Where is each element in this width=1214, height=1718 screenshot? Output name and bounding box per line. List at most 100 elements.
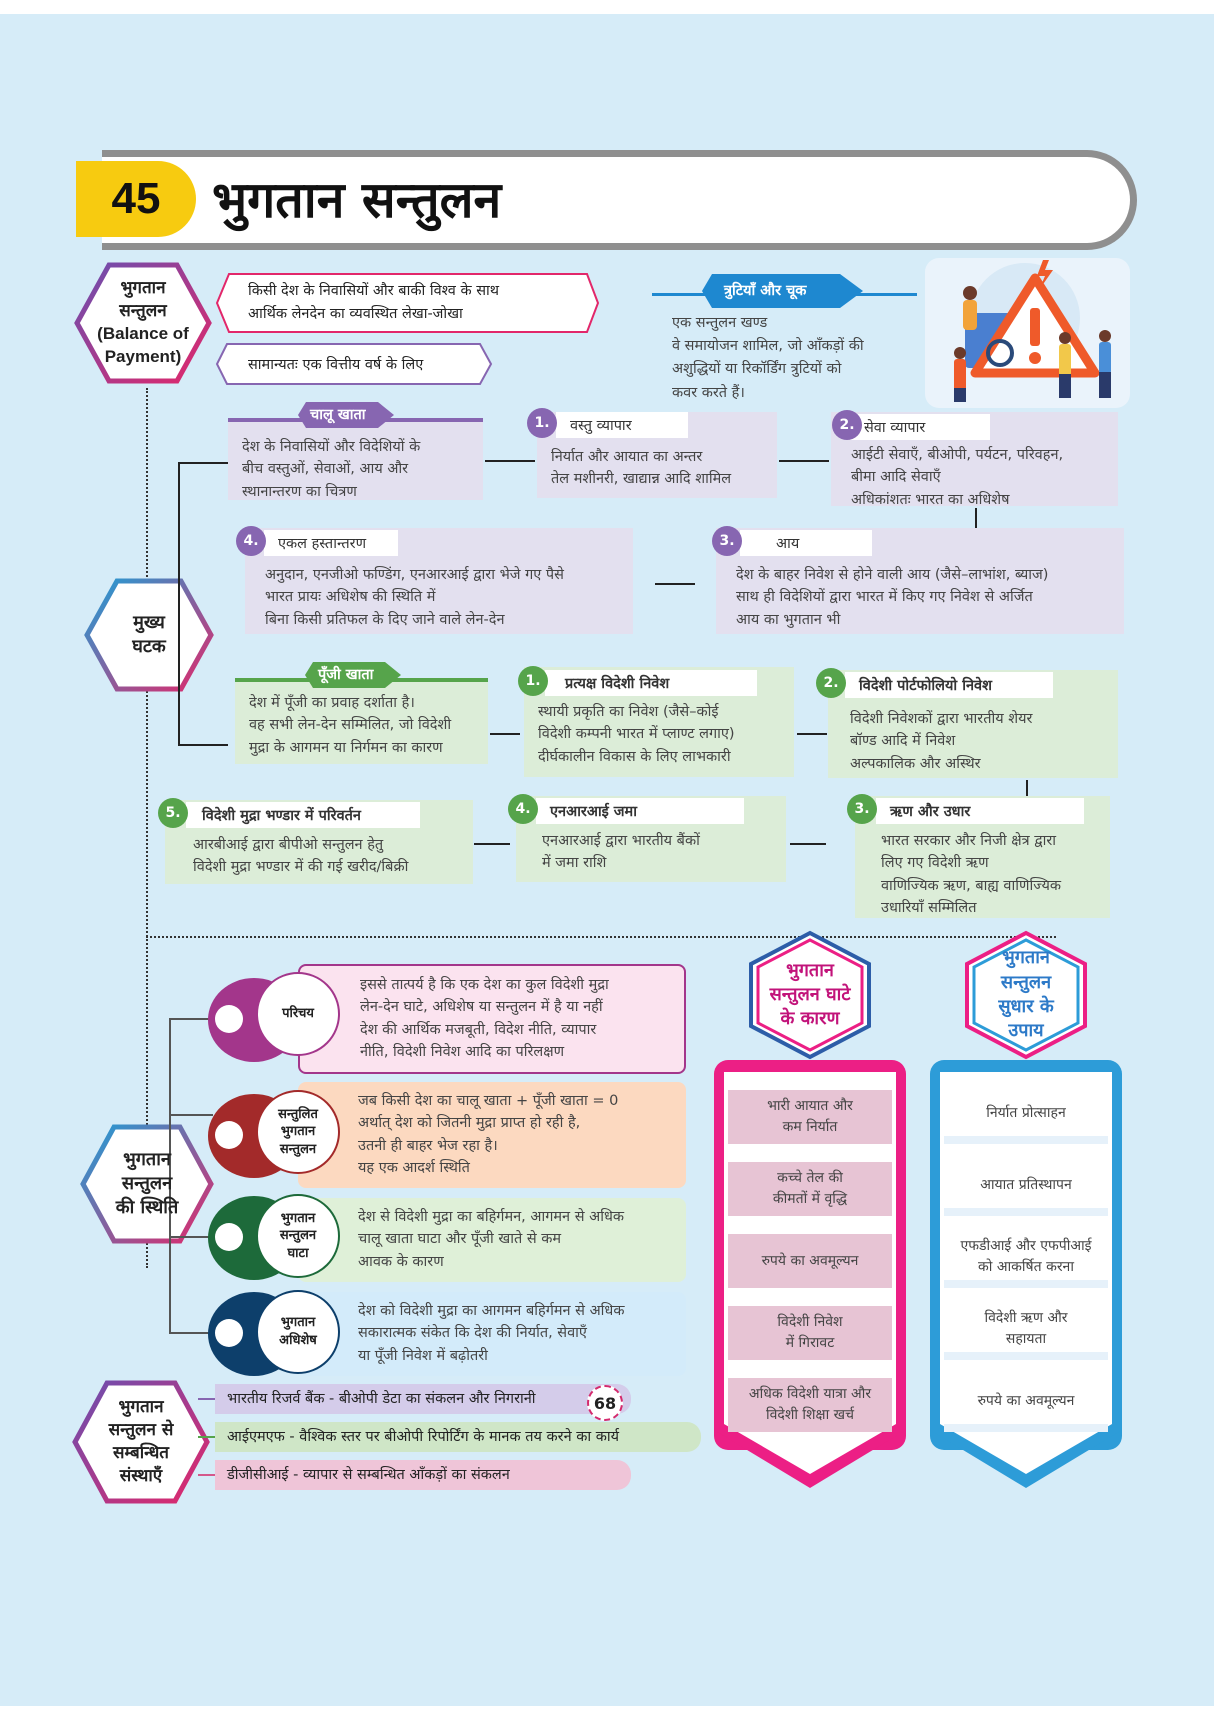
deficit-cause-item: रुपये का अवमूल्यन	[728, 1234, 892, 1288]
item-text: आय का भुगतान भी	[736, 611, 841, 628]
status-ring-hole	[215, 1319, 243, 1347]
current-account-item-1-title: वस्तु व्यापार	[556, 412, 688, 438]
status-text: देश से विदेशी मुद्रा का बहिर्गमन, आगमन स…	[358, 1209, 624, 1225]
cause-text: कीमतों में वृद्धि	[772, 1191, 848, 1207]
remedy-text: सहायता	[1005, 1331, 1047, 1347]
status-ring-hole	[215, 1005, 243, 1033]
item-text: विदेशी कम्पनी भारत में प्लाण्ट लगाए)	[538, 726, 735, 743]
item-text: भारत प्रायः अधिशेष की स्थिति में	[265, 589, 436, 606]
components-connector	[178, 462, 180, 745]
remedy-text: निर्यात प्रोत्साहन	[986, 1104, 1066, 1121]
deficit-cause-item: विदेशी निवेश में गिरावट	[728, 1306, 892, 1360]
errors-illustration	[925, 258, 1130, 408]
institution-connector	[198, 1474, 216, 1476]
item-text: आईटी सेवाएँ, बीओपी, पर्यटन, परिवहन,	[851, 447, 1064, 463]
definition-box-1-shape	[215, 273, 600, 333]
hex-text-line: भुगतान	[123, 1148, 171, 1170]
page-number: 68	[587, 1385, 623, 1421]
item-text: वाणिज्यिक ऋण, बाह्य वाणिज्यिक	[881, 877, 1062, 894]
hex-text-line: के कारण	[780, 1008, 840, 1030]
item-number-badge: 3.	[712, 526, 742, 556]
capital-account-box: देश में पूँजी का प्रवाह दर्शाता है। वह स…	[235, 682, 488, 764]
definition-text: आर्थिक लेनदेन का व्यवस्थित लेखा-जोखा	[248, 306, 463, 323]
capital-account-item-5-title: विदेशी मुद्रा भण्डार में परिवर्तन	[186, 802, 420, 828]
item-number-badge: 3.	[847, 794, 877, 824]
status-text: चालू खाता घाटा और पूँजी खाते से कम	[358, 1231, 562, 1248]
item-text: देश के बाहर निवेश से होने वाली आय (जैसे–…	[736, 567, 1049, 583]
status-label-text: सन्तुलन	[279, 1228, 317, 1244]
status-text: या पूँजी निवेश में बढ़ोतरी	[358, 1347, 488, 1364]
capital-account-text: वह सभी लेन-देन सम्मिलित, जो विदेशी	[249, 717, 452, 734]
status-text: उतनी ही बाहर भेज रहा है।	[358, 1137, 498, 1154]
flow-arrow	[490, 733, 520, 735]
status-connector	[169, 1018, 171, 1332]
status-label-text: भुगतान	[280, 1315, 316, 1331]
item-text: बॉण्ड आदि में निवेश	[850, 733, 956, 750]
status-label-text: भुगतान	[280, 1210, 316, 1226]
item-text: अल्पकालिक और अस्थिर	[850, 755, 981, 772]
current-account-item-3: देश के बाहर निवेश से होने वाली आय (जैसे–…	[716, 528, 1124, 634]
remedy-item: आयात प्रतिस्थापन	[944, 1162, 1108, 1216]
status-card-intro: इससे तात्पर्य है कि एक देश का कुल विदेशी…	[298, 964, 686, 1074]
status-connector-branch	[169, 1018, 213, 1020]
cause-text: विदेशी निवेश	[777, 1314, 843, 1330]
status-text: देश को विदेशी मुद्रा का आगमन बहिर्गमन से…	[358, 1303, 625, 1319]
hex-text-line: सन्तुलन	[1000, 971, 1052, 993]
cause-text: विदेशी शिक्षा खर्च	[765, 1407, 855, 1423]
institution-connector	[198, 1398, 216, 1400]
cause-text: में गिरावट	[785, 1335, 835, 1351]
hex-text-line: सन्तुलन	[121, 1172, 173, 1194]
current-account-item-2-title: सेवा व्यापार	[850, 414, 990, 440]
capital-account-badge: पूँजी खाता	[318, 667, 374, 683]
connector-arrow	[178, 744, 228, 746]
definition-box-2: सामान्यतः एक वित्तीय वर्ष के लिए	[248, 357, 424, 373]
chapter-number: 45	[76, 161, 196, 237]
status-text: देश की आर्थिक मजबूती, विदेश नीति, व्यापा…	[360, 1021, 597, 1038]
status-label-text: घाटा	[287, 1245, 309, 1261]
definition-text: किसी देश के निवासियों और बाकी विश्व के स…	[248, 283, 500, 299]
left-dotted-connector	[146, 388, 148, 1268]
cause-text: अधिक विदेशी यात्रा और	[748, 1386, 872, 1402]
institution-dgci: डीजीसीआई - व्यापार से सम्बन्धित आँकड़ों …	[215, 1460, 631, 1490]
hex-text-line: भुगतान	[120, 278, 166, 299]
status-card-surplus: देश को विदेशी मुद्रा का आगमन बहिर्गमन से…	[298, 1292, 686, 1376]
status-connector-branch	[169, 1114, 213, 1116]
hex-text-line: सुधार के	[998, 996, 1054, 1017]
status-connector-branch	[169, 1236, 213, 1238]
hex-text-line: (Balance of	[97, 324, 189, 343]
item-text: एनआरआई द्वारा भारतीय बैंकों	[542, 833, 700, 849]
flow-arrow	[797, 733, 827, 735]
item-number-badge: 5.	[158, 798, 188, 828]
hex-text-line: की स्थिति	[115, 1197, 179, 1219]
item-text: विदेशी निवेशकों द्वारा भारतीय शेयर	[850, 711, 1033, 727]
capital-account-badge-shape	[305, 662, 401, 688]
item-text: लिए गए विदेशी ऋण	[881, 855, 989, 872]
flow-arrow	[655, 583, 695, 585]
hex-text-line: सन्तुलन से	[108, 1420, 174, 1441]
current-account-text: स्थानान्तरण का चित्रण	[242, 483, 357, 500]
item-text: साथ ही विदेशियों द्वारा भारत में किए गए …	[736, 589, 1033, 606]
errors-badge-shape	[702, 274, 863, 308]
item-text: स्थायी प्रकृति का निवेश (जैसे–कोई	[538, 704, 719, 720]
item-text: तेल मशीनरी, खाद्यान्न आदि शामिल	[551, 471, 732, 488]
hex-text-line: भुगतान	[1002, 947, 1050, 969]
status-label-text: सन्तुलित	[278, 1106, 318, 1122]
status-label-intro: परिचय	[256, 972, 340, 1056]
current-account-item-3-title: आय	[740, 530, 872, 556]
item-number-badge: 4.	[236, 526, 266, 556]
errors-text: एक सन्तुलन खण्ड	[672, 315, 768, 331]
flow-arrow	[975, 508, 977, 544]
connector-arrow	[178, 462, 228, 464]
status-text: जब किसी देश का चालू खाता + पूँजी खाता = …	[358, 1093, 619, 1109]
remedy-text: रुपये का अवमूल्यन	[977, 1392, 1075, 1409]
